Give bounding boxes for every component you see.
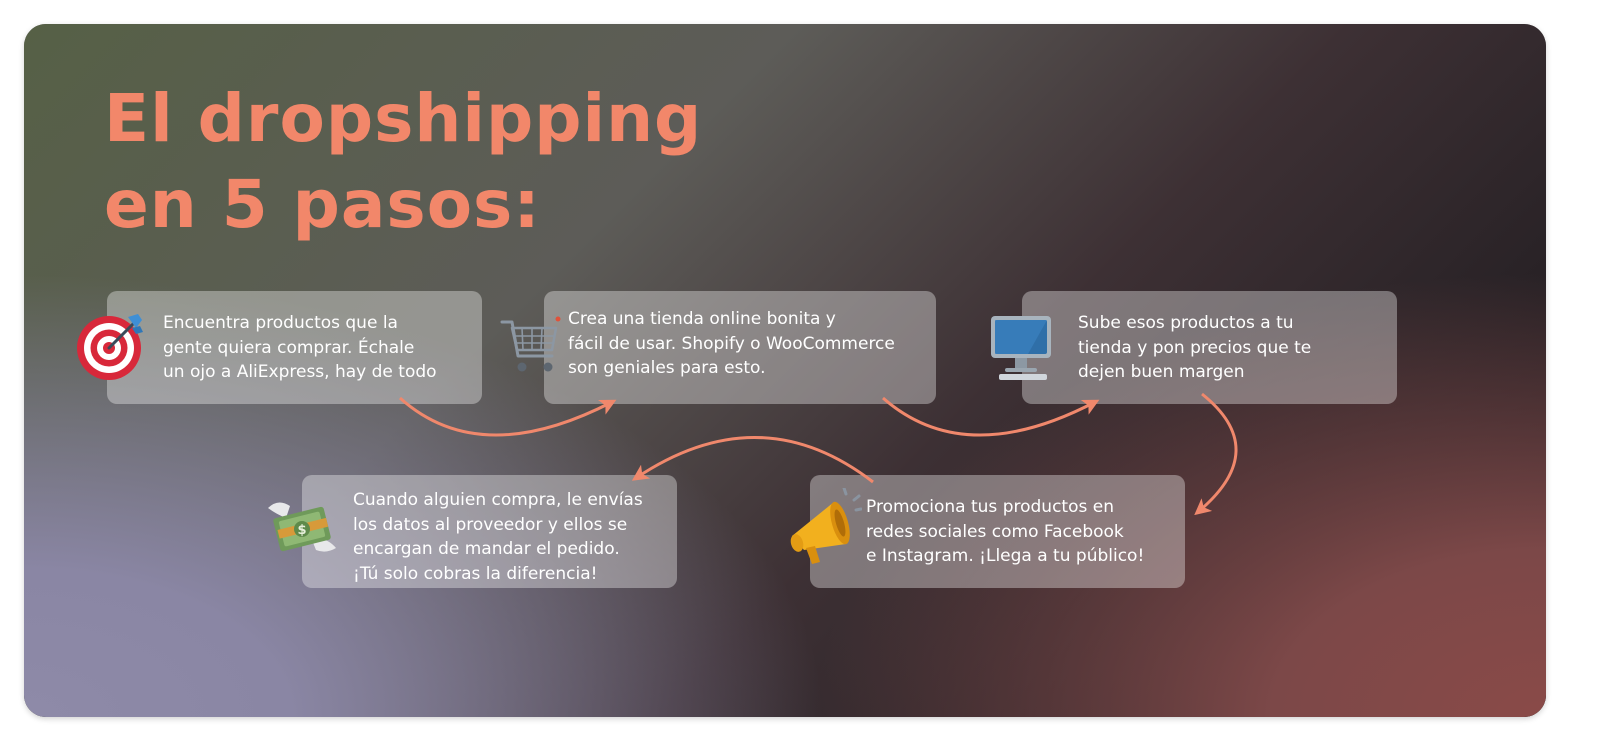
step-4-box (810, 475, 1185, 588)
title-line-2: en 5 pasos: (104, 166, 541, 243)
target-icon (77, 314, 143, 380)
step-3-text: Sube esos productos a tu tienda y pon pr… (1078, 313, 1312, 382)
step-1-text: Encuentra productos que la gente quiera … (163, 313, 437, 382)
svg-text:$: $ (297, 523, 306, 538)
step-2-text: Crea una tienda online bonita y fácil de… (568, 309, 895, 378)
flying-money-icon: $ (268, 502, 336, 552)
title-line-1: El dropshipping (104, 80, 703, 157)
step-5-text: Cuando alguien compra, le envías los dat… (353, 490, 643, 584)
shopping-cart-icon (500, 316, 561, 372)
step-3-box (1022, 291, 1397, 404)
megaphone-icon (790, 488, 862, 564)
computer-icon (991, 316, 1051, 380)
step-2-box (544, 291, 936, 404)
step-5-box (302, 475, 677, 588)
infographic-card (24, 24, 1546, 717)
step-4-text: Promociona tus productos en redes social… (866, 497, 1145, 566)
step-1-box (107, 291, 482, 404)
page-title: El dropshipping en 5 pasos: (104, 76, 702, 248)
background-glow-right (24, 24, 1546, 717)
